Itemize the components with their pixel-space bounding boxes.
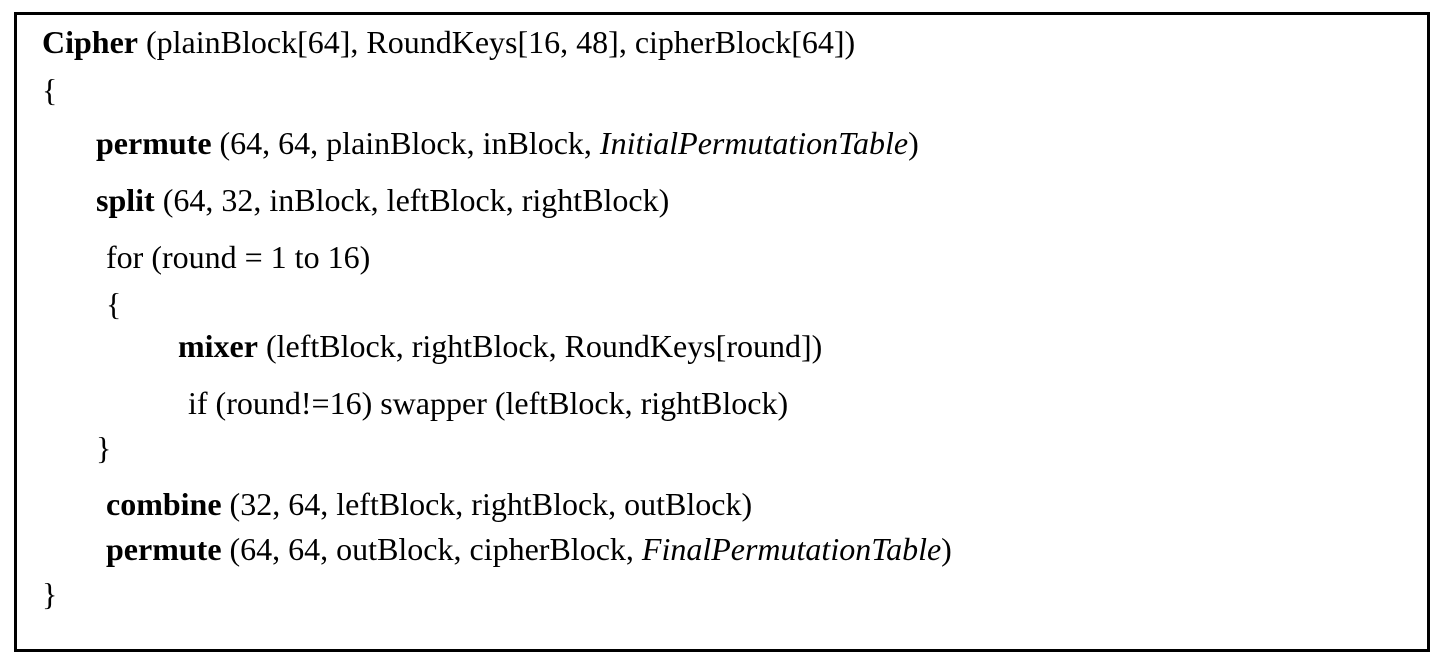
cipher-keyword: Cipher (42, 24, 138, 60)
cipher-signature-line: Cipher (plainBlock[64], RoundKeys[16, 48… (42, 22, 855, 62)
initial-permute-line: permute (64, 64, plainBlock, inBlock, In… (96, 123, 919, 163)
permute-keyword: permute (96, 125, 212, 161)
combine-arguments: (32, 64, leftBlock, rightBlock, outBlock… (221, 486, 753, 522)
combine-line: combine (32, 64, leftBlock, rightBlock, … (106, 484, 752, 524)
final-permutation-table: FinalPermutationTable (641, 531, 942, 567)
permute-arguments: (64, 64, plainBlock, inBlock, (211, 125, 600, 161)
brace-text: } (42, 576, 58, 612)
mixer-keyword: mixer (178, 328, 258, 364)
initial-permutation-table: InitialPermutationTable (599, 125, 909, 161)
for-loop-line: for (round = 1 to 16) (106, 237, 370, 277)
permute-arguments: (64, 64, outBlock, cipherBlock, (221, 531, 642, 567)
combine-keyword: combine (106, 486, 222, 522)
brace-text: { (42, 72, 58, 108)
brace-text: { (106, 286, 122, 322)
split-line: split (64, 32, inBlock, leftBlock, right… (96, 180, 669, 220)
close-brace-loop: } (96, 428, 111, 468)
open-brace-outer: { (42, 70, 57, 110)
permute-close-paren: ) (941, 531, 952, 567)
split-keyword: split (96, 182, 155, 218)
permute-close-paren: ) (908, 125, 919, 161)
brace-text: } (96, 430, 112, 466)
close-brace-outer: } (42, 574, 57, 614)
swapper-line: if (round!=16) swapper (leftBlock, right… (188, 383, 788, 423)
permute-keyword: permute (106, 531, 222, 567)
open-brace-loop: { (106, 284, 121, 324)
for-loop-text: for (round = 1 to 16) (106, 239, 371, 275)
split-arguments: (64, 32, inBlock, leftBlock, rightBlock) (154, 182, 670, 218)
final-permute-line: permute (64, 64, outBlock, cipherBlock, … (106, 529, 952, 569)
mixer-arguments: (leftBlock, rightBlock, RoundKeys[round]… (257, 328, 823, 364)
cipher-parameters: (plainBlock[64], RoundKeys[16, 48], ciph… (138, 24, 856, 60)
mixer-line: mixer (leftBlock, rightBlock, RoundKeys[… (178, 326, 822, 366)
swapper-text: if (round!=16) swapper (leftBlock, right… (188, 385, 789, 421)
